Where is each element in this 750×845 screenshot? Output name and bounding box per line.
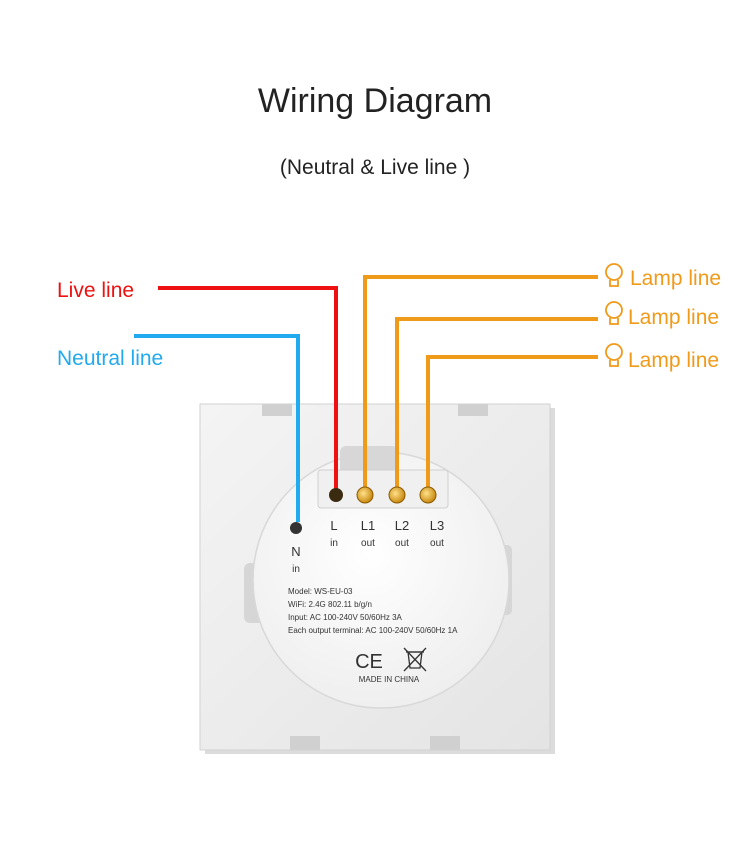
spec-input: Input: AC 100-240V 50/60Hz 3A: [288, 613, 403, 622]
lamp-icon: [605, 343, 623, 367]
page-subtitle: (Neutral & Live line ): [279, 156, 471, 179]
neutral-wire: [134, 334, 300, 522]
lamp-line-label-3: Lamp line: [628, 349, 719, 372]
terminal-l-label: L: [330, 518, 337, 533]
lamp-wire-2: [395, 317, 598, 492]
spec-model: Model: WS-EU-03: [288, 587, 353, 596]
terminal-n-sub: in: [292, 564, 300, 575]
terminal-l3-sub: out: [430, 538, 444, 549]
lamp-icon: [605, 263, 623, 287]
spec-wifi: WiFi: 2.4G 802.11 b/g/n: [288, 600, 372, 609]
terminal-n-hole: [290, 522, 302, 534]
page-title: Wiring Diagram: [257, 82, 493, 120]
terminal-l3-label: L3: [430, 518, 444, 533]
lamp-line-label-2: Lamp line: [628, 306, 719, 329]
terminal-l2-label: L2: [395, 518, 409, 533]
lamp-icon: [605, 301, 623, 325]
weee-bin-icon: [403, 647, 427, 672]
wires: [134, 275, 598, 522]
lamp-wire-3: [426, 355, 598, 492]
terminal-l-sub: in: [330, 538, 338, 549]
terminal-n-label: N: [291, 544, 300, 559]
terminal-screws: [329, 486, 437, 504]
terminal-l1-label: L1: [361, 518, 375, 533]
terminal-l2-sub: out: [395, 538, 409, 549]
live-wire: [158, 286, 338, 492]
spec-output: Each output terminal: AC 100-240V 50/60H…: [288, 626, 458, 635]
neutral-line-label: Neutral line: [57, 347, 163, 370]
switch-module: [252, 446, 510, 709]
terminal-l1-sub: out: [361, 538, 375, 549]
lamp-wire-1: [363, 275, 598, 492]
made-in-label: MADE IN CHINA: [359, 675, 420, 684]
live-line-label: Live line: [57, 279, 134, 302]
lamp-line-label-1: Lamp line: [630, 267, 721, 290]
ce-mark: CE: [355, 651, 383, 673]
